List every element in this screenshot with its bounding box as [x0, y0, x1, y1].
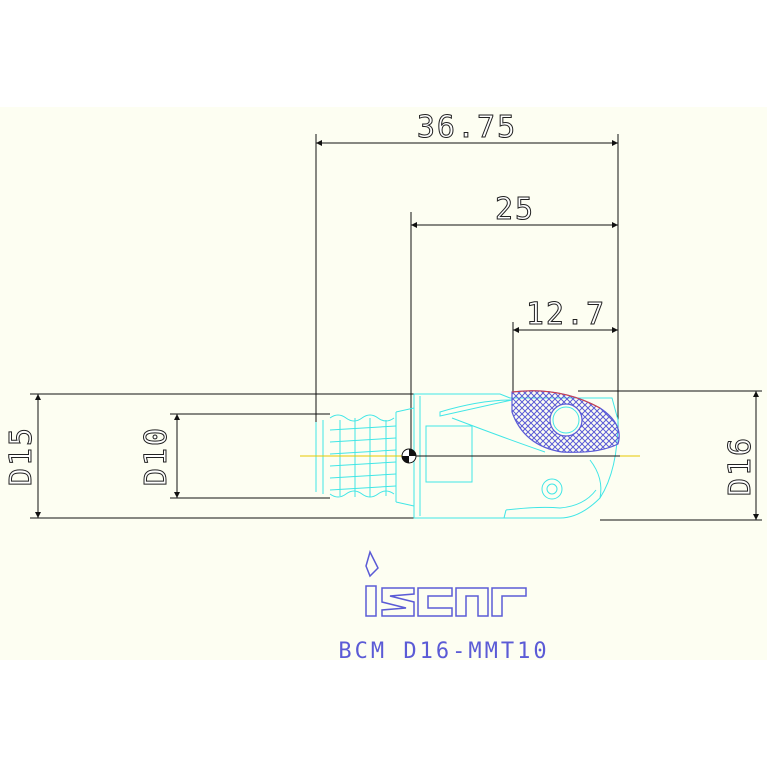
- dimension-thread-diameter-text: D10: [139, 426, 174, 486]
- tool-body: [300, 390, 640, 519]
- insert: [511, 390, 620, 453]
- datum-marker: [401, 448, 417, 464]
- threaded-shank: [315, 407, 415, 507]
- part-number: BCM D16-MMT10: [338, 639, 549, 664]
- dimension-shank-diameter: D15: [4, 393, 420, 519]
- drawing-area: [0, 107, 767, 660]
- iscar-logo: iscar: [365, 549, 527, 617]
- dimension-overall-length-text: 36.75: [417, 110, 517, 145]
- logo-text: iscar: [446, 611, 464, 613]
- dimension-shank-diameter-text: D15: [4, 426, 39, 486]
- dimension-insert-length-text: 12.7: [526, 297, 606, 332]
- dimension-insert-length: 12.7: [512, 297, 618, 394]
- dimension-body-length: 25: [410, 192, 618, 452]
- dimension-thread-diameter: D10: [139, 413, 330, 499]
- dimension-cut-diameter: D16: [578, 390, 762, 521]
- dimension-overall-length: 36.75: [315, 110, 619, 430]
- dimension-body-length-text: 25: [495, 192, 535, 227]
- dimension-cut-diameter-text: D16: [723, 436, 758, 496]
